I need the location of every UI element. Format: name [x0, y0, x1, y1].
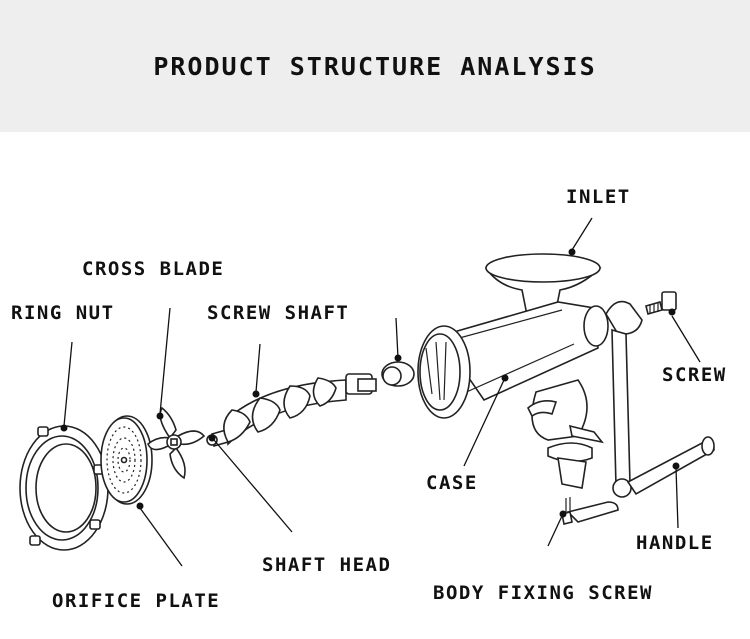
- label-orifice-plate: ORIFICE PLATE: [52, 590, 221, 612]
- washer-part: [381, 361, 415, 387]
- orifice-plate-part: [100, 415, 153, 505]
- handle-part: [605, 300, 715, 498]
- label-screw: SCREW: [662, 364, 727, 386]
- cross-blade-part: [147, 406, 206, 480]
- ring-nut-part: [19, 425, 109, 551]
- grinder-body-part: [417, 253, 609, 489]
- label-ring-nut: RING NUT: [11, 302, 115, 324]
- label-cross-blade: CROSS BLADE: [82, 258, 225, 280]
- page-title: PRODUCT STRUCTURE ANALYSIS: [153, 51, 597, 81]
- leader-lines: [60, 217, 701, 567]
- body-fixing-screw-part: [561, 497, 619, 525]
- header-banner: PRODUCT STRUCTURE ANALYSIS: [0, 0, 750, 132]
- label-case: CASE: [426, 472, 478, 494]
- label-screw-shaft: SCREW SHAFT: [207, 302, 350, 324]
- label-body-fixing-screw: BODY FIXING SCREW: [433, 582, 653, 604]
- exploded-view-drawing: [19, 217, 715, 567]
- rear-screw-part: [645, 291, 677, 315]
- label-inlet: INLET: [566, 186, 631, 208]
- screw-shaft-part: [206, 373, 377, 448]
- label-shaft-head: SHAFT HEAD: [262, 554, 392, 576]
- diagram-area: INLET CROSS BLADE RING NUT SCREW SHAFT S…: [0, 132, 750, 639]
- label-handle: HANDLE: [636, 532, 714, 554]
